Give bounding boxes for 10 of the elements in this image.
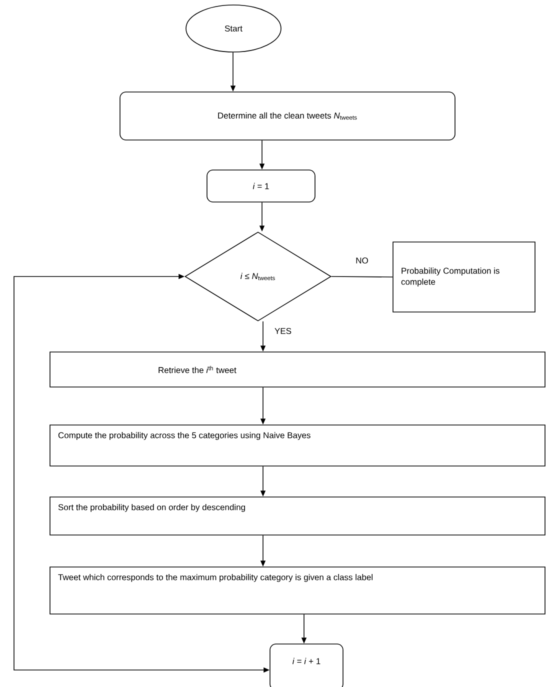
process-box: i = 1 bbox=[206, 170, 316, 202]
process-box: Compute the probability across the 5 categories using Naive Bayes bbox=[50, 424, 546, 466]
process-box: Retrieve the i$^{th}$ tweet bbox=[50, 352, 546, 388]
edge-label: NO bbox=[354, 256, 370, 264]
process-box: Determine all the clean tweets N$_{tweets}$ bbox=[120, 92, 456, 140]
process-box: Sort the probability based on order by descending bbox=[50, 496, 546, 536]
edge-label: YES bbox=[274, 327, 292, 335]
process-box: Tweet which corresponds to the maximum probability category is given a class label bbox=[50, 566, 546, 614]
terminal-box: Probability Computation is complete bbox=[392, 242, 536, 312]
process-box: i = i + 1 bbox=[270, 644, 344, 687]
